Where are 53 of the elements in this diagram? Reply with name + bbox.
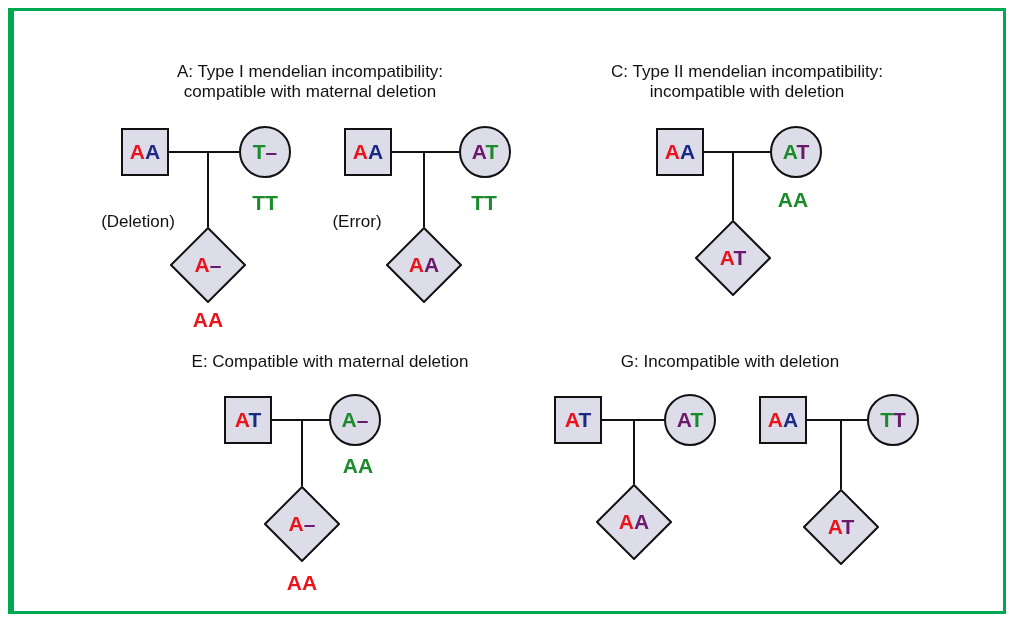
pedigree-line <box>732 151 771 221</box>
genotype-text: AA <box>664 140 696 164</box>
genotype-text: AT <box>471 140 499 164</box>
genotype-text: AT <box>676 408 704 432</box>
genotype-text: AT <box>234 408 262 432</box>
male-square <box>554 396 602 444</box>
female-circle <box>770 126 822 178</box>
genotype-text: AA <box>767 408 799 432</box>
diamond-symbol <box>386 227 462 303</box>
panel-title: E: Compatible with maternal deletion <box>190 352 470 373</box>
male-square <box>121 128 169 176</box>
genotype-label: AA <box>192 308 224 332</box>
male-square <box>224 396 272 444</box>
genotype-text: AT <box>564 408 592 432</box>
panel-title: A: Type I mendelian incompatibility: compatible with maternal deletion <box>175 62 445 103</box>
male-square <box>344 128 392 176</box>
male-square <box>656 128 704 176</box>
genotype-text: AT <box>782 140 810 164</box>
genotype-label: AA <box>777 188 809 212</box>
genotype-text: T– <box>252 140 278 164</box>
female-circle <box>867 394 919 446</box>
pedigree-line <box>633 419 665 485</box>
diamond-symbol <box>695 220 771 296</box>
genotype-label: AA <box>342 454 374 478</box>
female-circle <box>239 126 291 178</box>
genotype-text: TT <box>880 408 906 432</box>
male-square <box>759 396 807 444</box>
genotype-text: A– <box>194 253 222 277</box>
genotype-label: TT <box>252 191 278 215</box>
diamond-symbol <box>264 486 340 562</box>
note-text: (Error) <box>332 212 382 232</box>
genotype-text: AA <box>129 140 161 164</box>
pedigree-line <box>301 419 330 487</box>
genotype-text: AT <box>719 246 747 270</box>
genotype-label: AA <box>286 571 318 595</box>
diamond-symbol <box>803 489 879 565</box>
genotype-label: TT <box>471 191 497 215</box>
note-text: (Deletion) <box>101 212 175 232</box>
panel-title: C: Type II mendelian incompatibility: incompatible with deletion <box>610 62 884 103</box>
genotype-text: AA <box>618 510 650 534</box>
pedigree-line <box>423 151 460 228</box>
female-circle <box>664 394 716 446</box>
female-circle <box>459 126 511 178</box>
pedigree-line <box>207 151 240 228</box>
genotype-text: A– <box>341 408 369 432</box>
genotype-text: A– <box>288 512 316 536</box>
panel-title: G: Incompatible with deletion <box>619 352 841 373</box>
genotype-text: AT <box>827 515 855 539</box>
diamond-symbol <box>596 484 672 560</box>
female-circle <box>329 394 381 446</box>
genotype-text: AA <box>352 140 384 164</box>
pedigree-line <box>840 419 868 490</box>
genotype-text: AA <box>408 253 440 277</box>
